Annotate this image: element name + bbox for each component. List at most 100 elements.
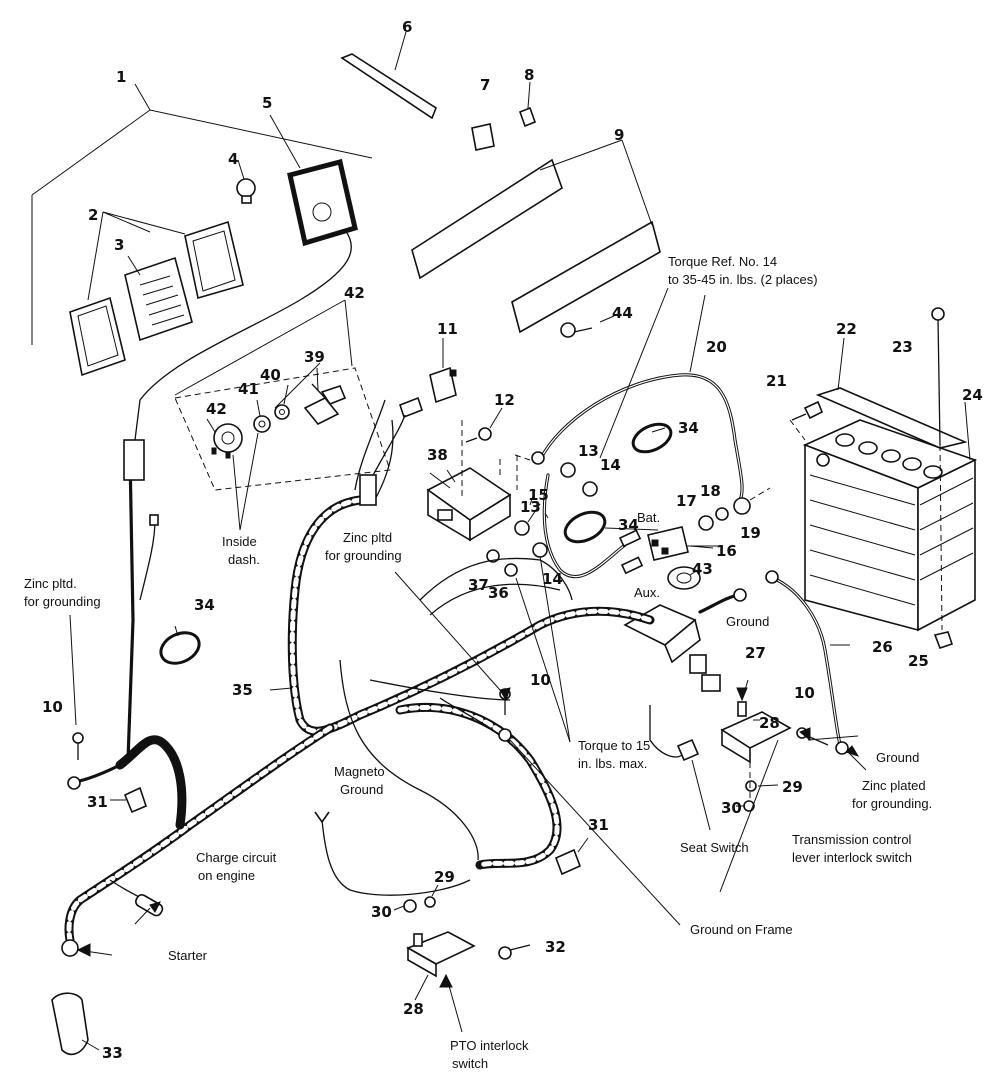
nut-25 <box>933 631 954 650</box>
label-10-left: 10 <box>42 698 63 716</box>
terminal-ring-20 <box>531 451 545 465</box>
cable-26-bottom-ring <box>835 741 849 755</box>
battery-24 <box>802 401 978 632</box>
nut-41 <box>253 415 271 433</box>
label-34-left: 34 <box>194 596 215 614</box>
nut-14-upper <box>582 481 598 497</box>
starter-ring <box>61 939 79 957</box>
part-number-labels: 1 2 3 4 5 6 7 8 9 10 10 10 11 12 13 13 1… <box>42 18 983 1062</box>
interlock-switch-28-right <box>720 701 792 764</box>
label-31-right: 31 <box>588 816 609 834</box>
label-10-center: 10 <box>530 671 551 689</box>
label-21: 21 <box>766 372 787 390</box>
note-transmission-1: Transmission control <box>792 832 912 847</box>
washer-29-pto <box>424 896 436 908</box>
seat-switch-connector <box>676 738 700 762</box>
label-10-right: 10 <box>794 684 815 702</box>
screw-32 <box>498 944 531 960</box>
harness-plug-upper <box>359 474 377 506</box>
label-6: 6 <box>402 18 412 36</box>
left-ground-ring <box>67 776 81 790</box>
harness-35-engine-branch-wrap <box>66 725 333 943</box>
bolt-10-left <box>72 732 84 760</box>
torque-15-leader-b <box>539 555 571 743</box>
label-16: 16 <box>716 542 737 560</box>
regulator-dashed-leader <box>461 420 501 500</box>
side-panel-9 <box>411 139 661 334</box>
note-transmission-2: lever interlock switch <box>792 850 912 865</box>
label-37: 37 <box>468 576 489 594</box>
center-wire-c <box>369 679 511 701</box>
label-39: 39 <box>304 348 325 366</box>
cable-15-core <box>543 474 626 578</box>
note-ground-upper: Ground <box>726 614 769 629</box>
note-bat: Bat. <box>637 510 660 525</box>
cable-26-top-ring <box>765 570 779 584</box>
clip-31-right <box>554 848 582 876</box>
label-18: 18 <box>700 482 721 500</box>
note-ground-lower: Ground <box>876 750 919 765</box>
note-zinc-plated-1: Zinc plated <box>862 778 926 793</box>
regulator-38 <box>426 467 512 542</box>
callout-leaders <box>77 211 867 1051</box>
bolt-21 <box>789 400 824 441</box>
left-light-lead <box>126 453 135 762</box>
note-charge-1: Charge circuit <box>196 850 277 865</box>
washer-29-right <box>745 780 757 792</box>
interlock-switch-28-pto <box>406 931 476 978</box>
nut-36 <box>504 563 518 577</box>
frame-ground-ring <box>498 728 512 742</box>
note-zinc-left-2: for grounding <box>24 594 101 609</box>
label-41: 41 <box>238 380 259 398</box>
harness-35-left-lead <box>115 735 187 830</box>
headlight-assembly-bracket <box>31 83 373 345</box>
label-14-upper: 14 <box>600 456 621 474</box>
center-wire-a <box>419 557 573 601</box>
clip-31-left <box>123 786 147 814</box>
label-40: 40 <box>260 366 281 384</box>
left-light-connector <box>123 439 145 481</box>
note-zinc-plated-2: for grounding. <box>852 796 932 811</box>
nut-30-pto <box>403 899 417 913</box>
label-2: 2 <box>88 206 98 224</box>
label-30-pto: 30 <box>371 903 392 921</box>
label-44: 44 <box>612 304 633 322</box>
label-28-right: 28 <box>759 714 780 732</box>
diagram-notes: Torque Ref. No. 14 to 35-45 in. lbs. (2 … <box>24 254 932 1071</box>
battery-terminal-dash <box>749 487 771 501</box>
label-4: 4 <box>228 150 238 168</box>
label-35: 35 <box>232 681 253 699</box>
harness-35-frame-branch-wrap <box>397 704 560 868</box>
headlight-bezel-right <box>184 220 244 300</box>
headlight-lens <box>124 256 193 342</box>
left-ground-lead <box>73 763 122 784</box>
note-torque-15-1: Torque to 15 <box>578 738 650 753</box>
torque-ref-leader <box>599 287 669 459</box>
seat-switch-leader <box>691 759 711 831</box>
clip-7 <box>471 123 495 151</box>
nut-14-lower <box>532 542 548 558</box>
label-29-right: 29 <box>782 778 803 796</box>
ignition-key-39 <box>303 383 347 426</box>
note-zinc-center-1: Zinc pltd <box>343 530 392 545</box>
washer-13-upper <box>560 462 576 478</box>
label-22: 22 <box>836 320 857 338</box>
note-torque-ref-2: to 35-45 in. lbs. (2 places) <box>668 272 818 287</box>
left-aux-lead <box>139 519 156 601</box>
nut-19 <box>733 497 751 515</box>
note-zinc-center-2: for grounding <box>325 548 402 563</box>
ignition-wire <box>354 399 386 491</box>
label-25: 25 <box>908 652 929 670</box>
headlight-bezel-left <box>69 296 126 377</box>
bolt-12 <box>465 427 492 443</box>
note-inside-dash-1: Inside <box>222 534 257 549</box>
label-33: 33 <box>102 1044 123 1062</box>
charge-circuit-plug <box>135 894 164 917</box>
note-torque-ref-1: Torque Ref. No. 14 <box>668 254 777 269</box>
label-31-left: 31 <box>87 793 108 811</box>
ignition-switch-group <box>174 299 391 491</box>
clamp-34-middle <box>563 510 607 544</box>
boot-33 <box>51 992 89 1056</box>
label-42-group: 42 <box>344 284 365 302</box>
headlight-bulb <box>236 159 256 204</box>
